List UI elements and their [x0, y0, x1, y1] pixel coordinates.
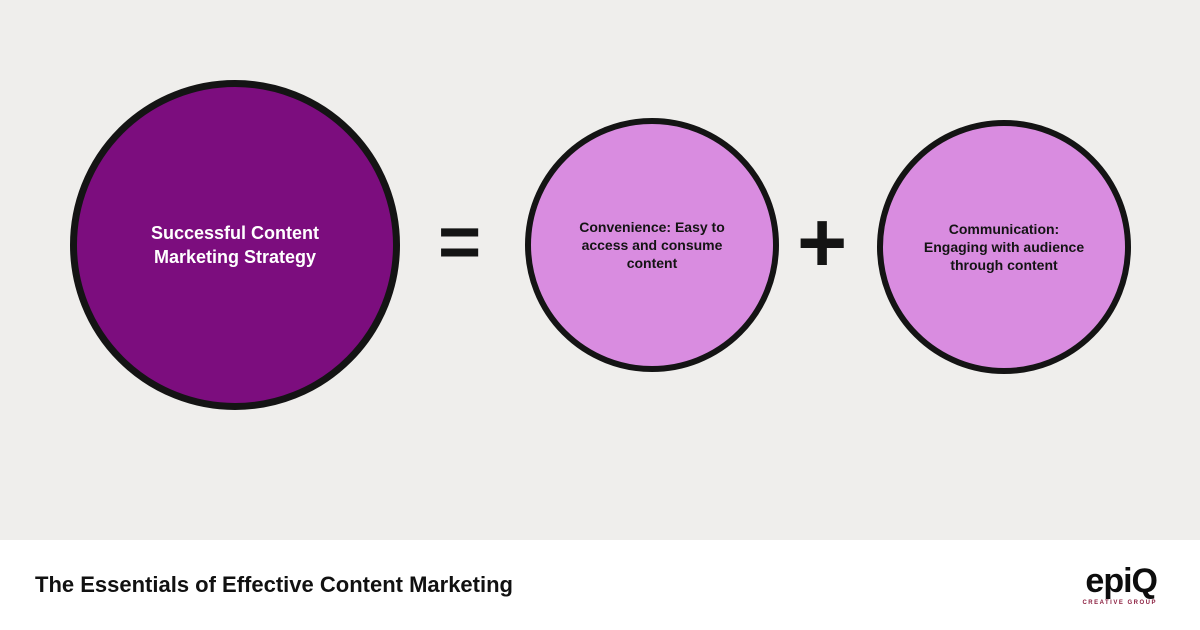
strategy-circle-label: Successful Content Marketing Strategy [150, 222, 320, 267]
epiq-logo: epiQ CREATIVE GROUP [1082, 562, 1158, 606]
logo-wordmark: epiQ [1085, 562, 1158, 600]
footer-bar: The Essentials of Effective Content Mark… [0, 540, 1200, 630]
communication-circle-label: Communication: Engaging with audience th… [923, 220, 1085, 274]
strategy-circle: Successful Content Marketing Strategy [70, 80, 400, 410]
plus-sign: + [797, 195, 848, 291]
equals-sign: = [438, 200, 481, 283]
logo-tagline: CREATIVE GROUP [1082, 600, 1157, 606]
convenience-circle: Convenience: Easy to access and consume … [525, 118, 779, 372]
page-title: The Essentials of Effective Content Mark… [35, 572, 513, 597]
convenience-circle-label: Convenience: Easy to access and consume … [579, 218, 725, 272]
equation-diagram: Successful Content Marketing Strategy = … [70, 80, 1131, 410]
communication-circle: Communication: Engaging with audience th… [877, 120, 1131, 374]
